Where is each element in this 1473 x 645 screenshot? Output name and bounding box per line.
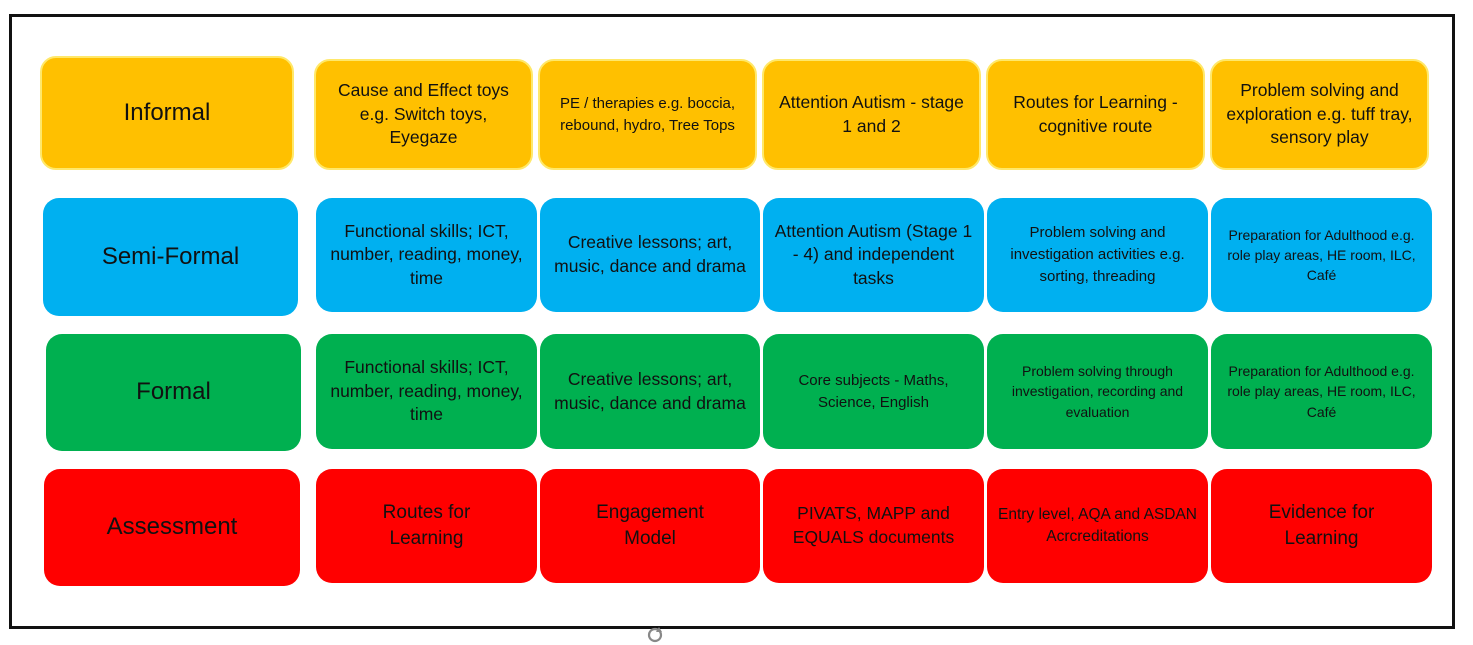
formal-cell-3: Core subjects - Maths, Science, English: [763, 334, 984, 449]
assessment-cell-3: PIVATS, MAPP and EQUALS documents: [763, 469, 984, 583]
row-label-informal: Informal: [40, 56, 294, 170]
informal-cell-2: PE / therapies e.g. boccia, rebound, hyd…: [538, 59, 757, 170]
formal-cell-2: Creative lessons; art, music, dance and …: [540, 334, 760, 449]
formal-cell-5: Preparation for Adulthood e.g. role play…: [1211, 334, 1432, 449]
semi-formal-cell-5: Preparation for Adulthood e.g. role play…: [1211, 198, 1432, 312]
informal-cell-5: Problem solving and exploration e.g. tuf…: [1210, 59, 1429, 170]
informal-cell-4: Routes for Learning - cognitive route: [986, 59, 1205, 170]
semi-formal-cell-3: Attention Autism (Stage 1 - 4) and indep…: [763, 198, 984, 312]
semi-formal-cell-4: Problem solving and investigation activi…: [987, 198, 1208, 312]
rotate-handle-icon[interactable]: [645, 625, 665, 645]
assessment-cell-5: Evidence for Learning: [1211, 469, 1432, 583]
assessment-cell-1: Routes for Learning: [316, 469, 537, 583]
semi-formal-cell-2: Creative lessons; art, music, dance and …: [540, 198, 760, 312]
semi-formal-cell-1: Functional skills; ICT, number, reading,…: [316, 198, 537, 312]
informal-cell-3: Attention Autism - stage 1 and 2: [762, 59, 981, 170]
assessment-cell-4: Entry level, AQA and ASDAN Acrcreditatio…: [987, 469, 1208, 583]
formal-cell-4: Problem solving through investigation, r…: [987, 334, 1208, 449]
row-label-assessment: Assessment: [44, 469, 300, 586]
row-label-formal: Formal: [46, 334, 301, 451]
assessment-cell-2: Engagement Model: [540, 469, 760, 583]
formal-cell-1: Functional skills; ICT, number, reading,…: [316, 334, 537, 449]
row-label-semi-formal: Semi-Formal: [43, 198, 298, 316]
informal-cell-1: Cause and Effect toys e.g. Switch toys, …: [314, 59, 533, 170]
